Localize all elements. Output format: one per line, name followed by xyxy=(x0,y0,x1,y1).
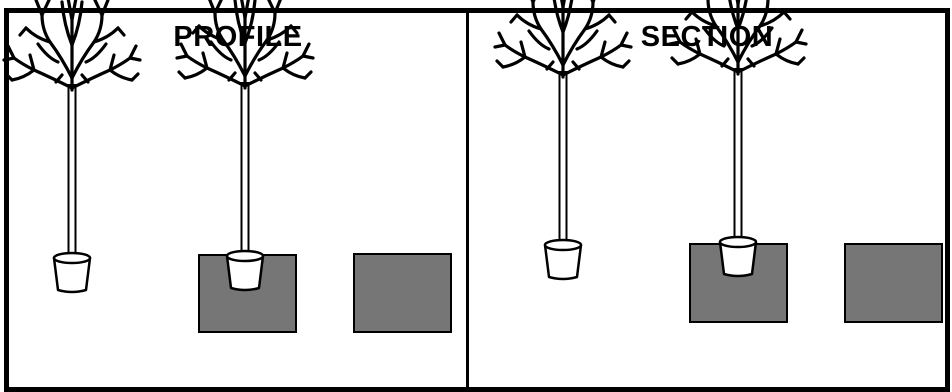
potted-tree-icon xyxy=(670,0,806,276)
planter-box xyxy=(354,254,451,332)
potted-tree-icon xyxy=(4,0,140,292)
potted-tree-icon xyxy=(177,0,313,290)
planter-box xyxy=(845,244,942,322)
potted-tree-icon xyxy=(495,0,631,279)
